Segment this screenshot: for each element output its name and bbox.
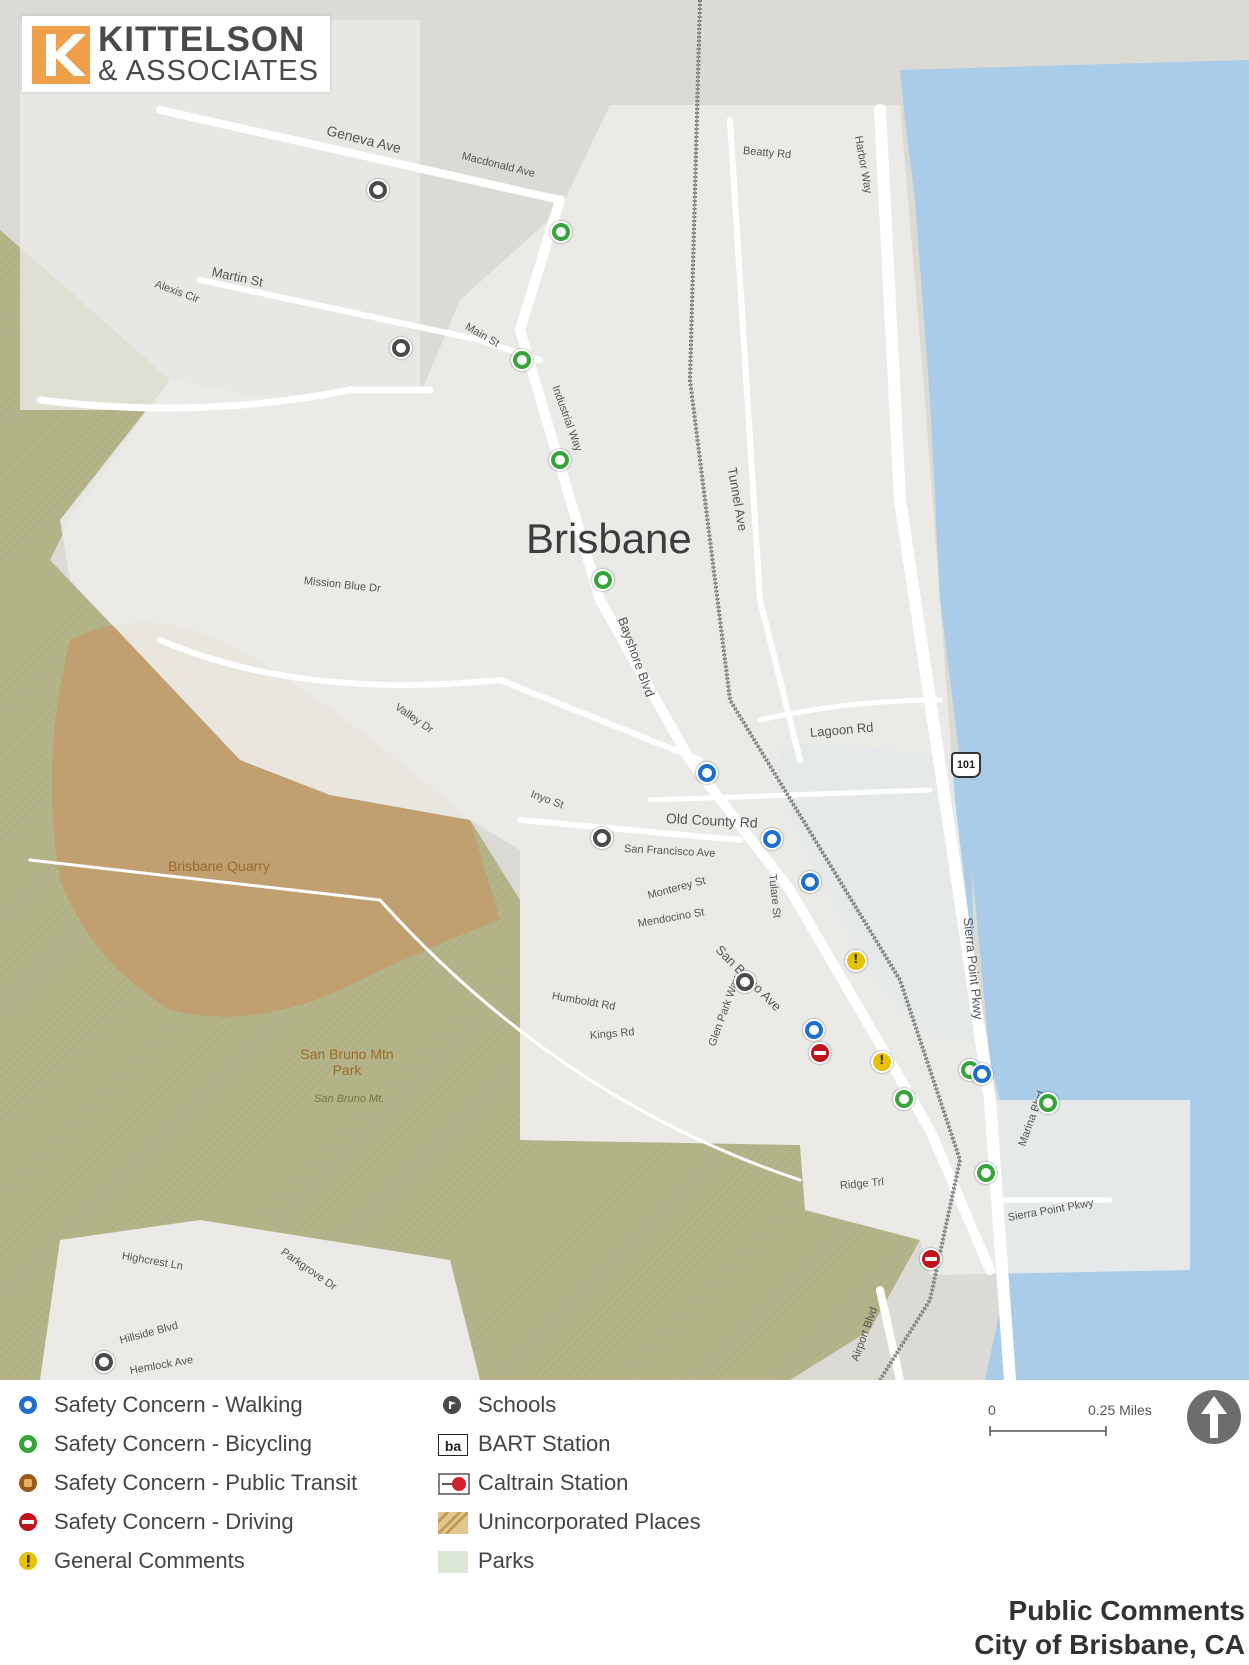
school-icon (443, 1396, 461, 1414)
highway-101-shield: 101 (951, 752, 981, 778)
marker-school[interactable] (390, 337, 412, 359)
svg-text:ba: ba (445, 1438, 462, 1454)
scale-distance: 0.25 Miles (1088, 1402, 1152, 1418)
legend-label: BART Station (478, 1431, 611, 1456)
unincorporated-swatch (438, 1512, 468, 1534)
san-francisco-ave (517, 817, 743, 843)
legend-item-unincorporated: Unincorporated Places (438, 1509, 701, 1548)
us-101 (874, 104, 1016, 1380)
legend-label: Safety Concern - Public Transit (54, 1470, 358, 1495)
caltrain-icon (438, 1473, 470, 1495)
bicycle-icon (19, 1435, 37, 1453)
north-arrow-icon (1187, 1390, 1241, 1444)
geneva-ave (156, 106, 564, 204)
road-network (28, 104, 1113, 1380)
legend-item-transit: Safety Concern - Public Transit (14, 1470, 357, 1509)
marker-school[interactable] (367, 179, 389, 201)
guadalupe-pkwy (36, 386, 434, 412)
bayshore-blvd (514, 195, 995, 1275)
scale-bar: 0 0.25 Miles (988, 1402, 1168, 1442)
tunnel-ave (727, 117, 803, 763)
title-line1: Public Comments (1008, 1595, 1245, 1626)
marker-general-comment[interactable] (871, 1051, 893, 1073)
south-residential (40, 1220, 480, 1380)
park-label-mountain: San Bruno Mt. (314, 1093, 385, 1105)
legend-item-bicycling: Safety Concern - Bicycling (14, 1431, 357, 1470)
legend-item-schools: Schools (438, 1392, 701, 1431)
title-line2: City of Brisbane, CA (974, 1629, 1245, 1660)
quarry-area (52, 622, 500, 1017)
logo-line2: & ASSOCIATES (98, 55, 319, 87)
scale-line (989, 1426, 1107, 1436)
marker-bicycling[interactable] (592, 569, 614, 591)
marker-driving[interactable] (920, 1248, 942, 1270)
scale-zero: 0 (988, 1402, 996, 1418)
marker-bicycling[interactable] (550, 221, 572, 243)
kittelson-logo: KITTELSON & ASSOCIATES (22, 16, 330, 92)
legend-label: General Comments (54, 1548, 245, 1573)
legend-label: Caltrain Station (478, 1470, 629, 1495)
park-hatch (0, 230, 920, 1380)
airport-blvd (876, 1286, 904, 1380)
lagoon-rd (757, 697, 943, 723)
park-label-quarry: Brisbane Quarry (168, 858, 270, 874)
walking-icon (19, 1396, 37, 1414)
marker-bicycling[interactable] (975, 1162, 997, 1184)
legend-item-bart: ba BART Station (438, 1431, 701, 1470)
legend-label: Schools (478, 1392, 557, 1417)
kittelson-k-icon (32, 26, 90, 84)
marker-bicycling[interactable] (511, 349, 533, 371)
legend-item-caltrain: Caltrain Station (438, 1470, 701, 1509)
legend-label: Unincorporated Places (478, 1509, 701, 1534)
ridge-trail (28, 858, 802, 1182)
marker-school[interactable] (734, 971, 756, 993)
legend-label: Safety Concern - Driving (54, 1509, 294, 1534)
old-county-rd (647, 787, 933, 803)
marker-bicycling[interactable] (549, 449, 571, 471)
legend-label: Safety Concern - Bicycling (54, 1431, 312, 1456)
marker-bicycling[interactable] (893, 1088, 915, 1110)
legend-item-general: General Comments (14, 1548, 357, 1587)
legend-item-driving: Safety Concern - Driving (14, 1509, 357, 1548)
town-label-brisbane: Brisbane (526, 515, 692, 562)
marker-walking[interactable] (696, 762, 718, 784)
legend-label: Safety Concern - Walking (54, 1392, 303, 1417)
park-label-san-bruno: San Bruno Mtn Park (300, 1046, 394, 1078)
marker-school[interactable] (591, 827, 613, 849)
bus-icon (19, 1474, 37, 1492)
marker-walking[interactable] (803, 1019, 825, 1041)
legend-label: Parks (478, 1548, 535, 1573)
map-view[interactable]: KITTELSON & ASSOCIATES Geneva Ave Macdon… (0, 0, 1249, 1380)
exclamation-icon (19, 1552, 37, 1570)
valley-dr (157, 637, 703, 763)
railroad-line (689, 0, 961, 1380)
legend-item-walking: Safety Concern - Walking (14, 1392, 357, 1431)
marker-bicycling[interactable] (1037, 1092, 1059, 1114)
marker-walking[interactable] (971, 1063, 993, 1085)
marker-walking[interactable] (761, 828, 783, 850)
bay-water (900, 60, 1249, 1380)
legend-column-2: Schools ba BART Station Caltrain Station… (438, 1392, 701, 1587)
legend-item-parks: Parks (438, 1548, 701, 1587)
marker-walking[interactable] (799, 871, 821, 893)
map-title: Public Comments City of Brisbane, CA (974, 1594, 1245, 1662)
car-icon (19, 1513, 37, 1531)
basemap (0, 0, 1249, 1380)
logo-line1: KITTELSON (98, 20, 306, 59)
marker-school[interactable] (93, 1351, 115, 1373)
marker-general-comment[interactable] (845, 950, 867, 972)
park-swatch (438, 1551, 468, 1573)
bart-icon: ba (438, 1434, 468, 1456)
legend-column-1: Safety Concern - Walking Safety Concern … (14, 1392, 357, 1587)
marker-driving[interactable] (809, 1042, 831, 1064)
